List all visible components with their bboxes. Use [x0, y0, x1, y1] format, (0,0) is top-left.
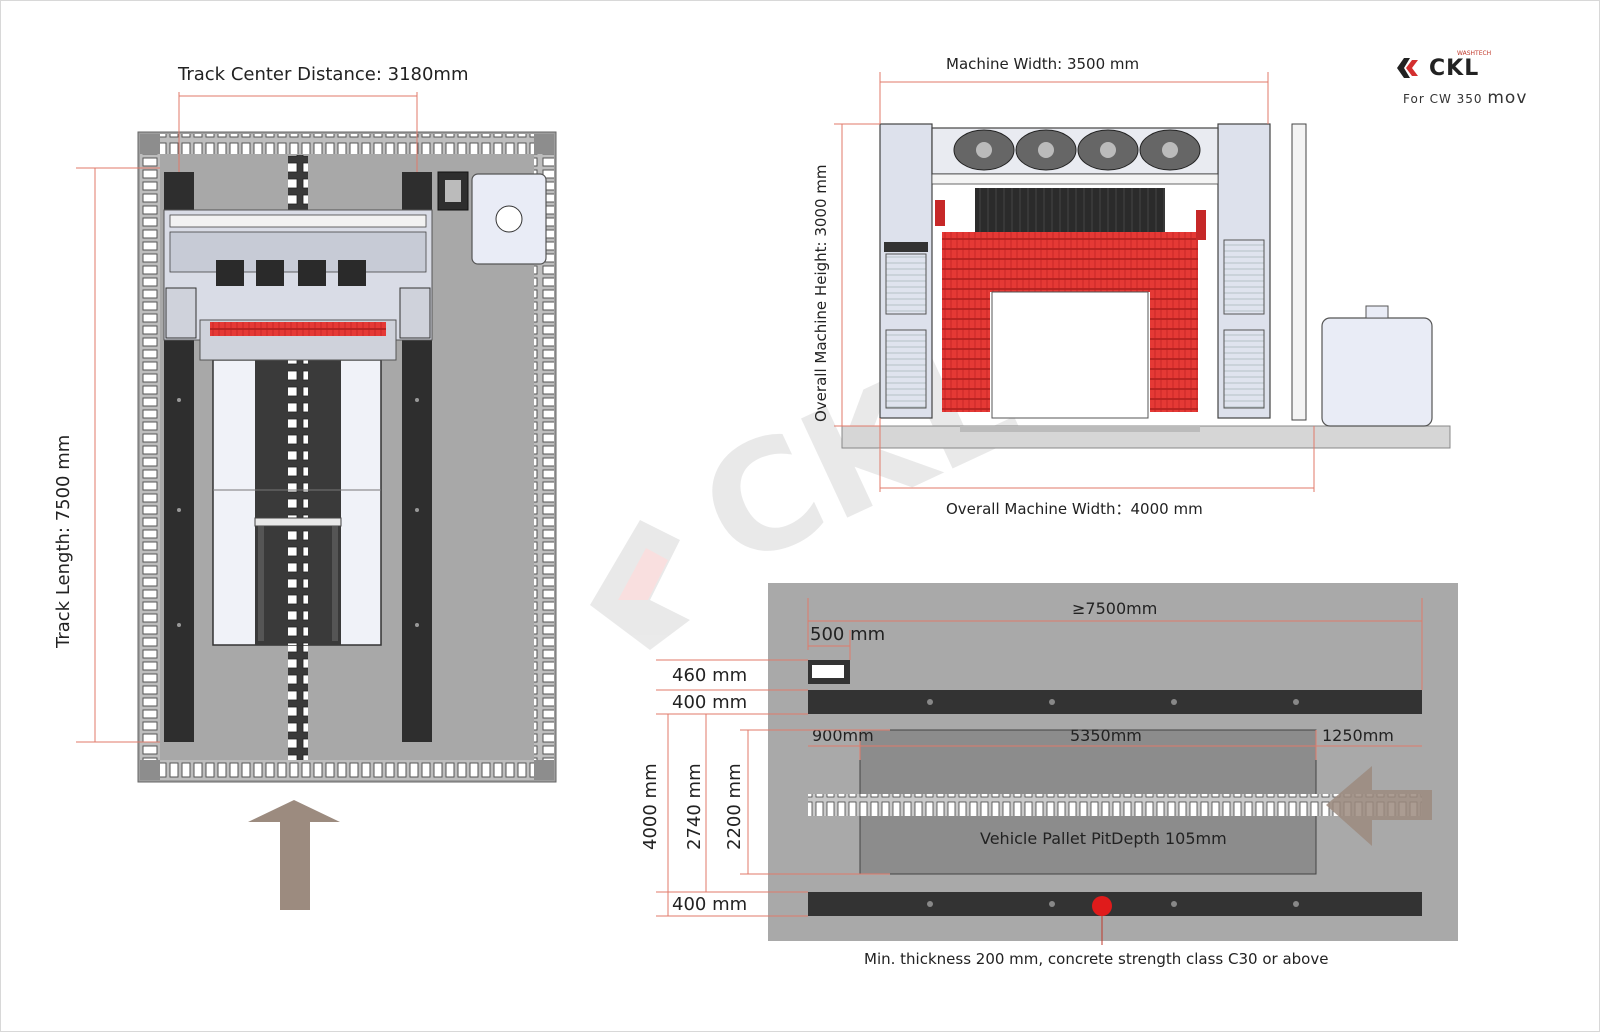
dim-900-label: 900mm	[812, 726, 874, 745]
water-tank-front	[1321, 317, 1433, 427]
brand-small-text: WASHTECH	[1457, 50, 1492, 57]
brand-subtitle-prefix: For CW 350	[1403, 92, 1483, 106]
foundation-rail-bottom	[808, 892, 1422, 916]
machine-width-label: Machine Width: 3500 mm	[946, 55, 1139, 73]
side-brush-right	[1150, 232, 1198, 412]
pit-depth-label: Vehicle Pallet PitDepth 105mm	[980, 829, 1227, 848]
dim-2200-label: 2200 mm	[724, 763, 745, 850]
top-view: Track Center Distance: 3180mm Track Leng…	[53, 64, 557, 910]
offset-500-label: 500 mm	[810, 624, 885, 645]
dim-2740-label: 2740 mm	[684, 763, 705, 850]
chain-bottom	[160, 760, 534, 780]
brand-subtitle: For CW 350 mov	[1403, 88, 1527, 108]
chain-top	[160, 134, 534, 154]
side-brush-left	[942, 232, 990, 412]
chain-left	[140, 154, 160, 760]
machine-height-label: Overall Machine Height: 3000 mm	[812, 164, 830, 422]
dryer-pole	[1291, 123, 1307, 421]
dim-5350-label: 5350mm	[1070, 726, 1142, 745]
brand-subtitle-model: mov	[1487, 88, 1528, 108]
track-length-label: Track Length: 7500 mm	[53, 435, 74, 649]
brand-block: CKL WASHTECH For CW 350 mov	[1395, 50, 1575, 114]
dim-1250-label: 1250mm	[1322, 726, 1394, 745]
dim-4000-label: 4000 mm	[640, 763, 661, 850]
brand-logo-text: CKL	[1429, 56, 1480, 81]
concrete-marker	[1092, 896, 1112, 916]
foundation-plan: Vehicle Pallet PitDepth 105mm ≥7500mm 50…	[640, 583, 1458, 968]
front-view: Machine Width: 3500 mm Overall Machine H…	[812, 55, 1451, 518]
arrow-left-icon	[1326, 766, 1432, 846]
pit-chain	[808, 794, 1422, 816]
top-brush-front	[975, 188, 1165, 238]
dim-400-top-label: 400 mm	[672, 692, 747, 713]
top-brush	[210, 322, 386, 336]
total-length-label: ≥7500mm	[1072, 599, 1157, 618]
dim-460-label: 460 mm	[672, 665, 747, 686]
overall-width-label: Overall Machine Width：4000 mm	[946, 500, 1203, 518]
track-center-distance-label: Track Center Distance: 3180mm	[177, 64, 469, 85]
foundation-rail-top	[808, 690, 1422, 714]
dim-400-bottom-label: 400 mm	[672, 894, 747, 915]
chain-right	[534, 154, 554, 760]
concrete-note: Min. thickness 200 mm, concrete strength…	[864, 950, 1328, 968]
ckl-logo-icon	[1397, 58, 1418, 78]
arrow-up-icon	[248, 800, 340, 910]
